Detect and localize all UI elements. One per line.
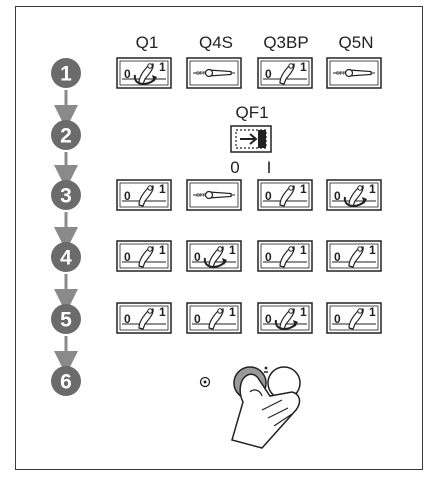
svg-text:1: 1 xyxy=(229,243,236,257)
svg-text:0: 0 xyxy=(265,67,272,81)
svg-text:1: 1 xyxy=(159,182,166,196)
step-badge-2: 2 xyxy=(51,120,81,150)
svg-text:4: 4 xyxy=(60,247,72,270)
svg-text:1: 1 xyxy=(229,305,236,319)
rotary-handle-icon xyxy=(279,63,295,85)
step-badge-5: 5 xyxy=(51,304,81,334)
breaker-toggle xyxy=(258,130,266,148)
step-badge-1: 1 xyxy=(51,58,81,88)
rotate-arrow-icon xyxy=(343,196,366,207)
step-badge-6: 6 xyxy=(51,366,81,396)
svg-text:1: 1 xyxy=(159,305,166,319)
rotary-handle-icon xyxy=(279,185,295,207)
svg-text:0: 0 xyxy=(124,189,131,203)
svg-text:1: 1 xyxy=(159,243,166,257)
rotary-handle-icon xyxy=(138,185,154,207)
rotary-handle-icon xyxy=(208,308,224,330)
column-label-q5n: Q5N xyxy=(339,33,374,52)
switch-q5n-step-1: OFF xyxy=(326,57,382,89)
rotary-handle-icon xyxy=(348,246,364,268)
svg-text:OFF: OFF xyxy=(336,71,346,77)
svg-text:5: 5 xyxy=(60,309,72,332)
step-badge-3: 3 xyxy=(51,180,81,210)
svg-text:3: 3 xyxy=(60,185,72,208)
breaker-qf1: QF1 0 I xyxy=(230,103,272,177)
svg-text:0: 0 xyxy=(124,250,131,264)
breaker-label: QF1 xyxy=(235,103,268,122)
svg-text:0: 0 xyxy=(265,189,272,203)
svg-text:0: 0 xyxy=(194,250,201,264)
svg-text:0: 0 xyxy=(334,250,341,264)
svg-text:1: 1 xyxy=(300,305,307,319)
push-buttons xyxy=(199,366,301,449)
svg-text:1: 1 xyxy=(369,305,376,319)
svg-text:0: 0 xyxy=(334,189,341,203)
column-label-q1: Q1 xyxy=(136,33,159,52)
svg-text:1: 1 xyxy=(300,182,307,196)
svg-text:1: 1 xyxy=(369,243,376,257)
svg-text:1: 1 xyxy=(159,60,166,74)
column-label-q4s: Q4S xyxy=(199,33,233,52)
svg-text:1: 1 xyxy=(300,60,307,74)
switch-q4s-step-3: OFF xyxy=(186,179,242,211)
rotary-handle-icon xyxy=(138,308,154,330)
rotary-handle-icon xyxy=(348,185,364,207)
svg-text:OFF: OFF xyxy=(196,71,206,77)
column-label-q3bp: Q3BP xyxy=(263,33,308,52)
rotary-handle-icon xyxy=(138,246,154,268)
switch-q4s-step-1: OFF xyxy=(186,57,242,89)
svg-text:OFF: OFF xyxy=(196,193,206,199)
svg-text:1: 1 xyxy=(300,243,307,257)
svg-text:0: 0 xyxy=(124,67,131,81)
svg-text:0: 0 xyxy=(124,312,131,326)
start-symbol-icon xyxy=(199,376,211,388)
svg-text:2: 2 xyxy=(60,125,72,148)
step-badge-4: 4 xyxy=(51,242,81,272)
svg-text:0: 0 xyxy=(334,312,341,326)
breaker-off-label: 0 xyxy=(230,158,239,177)
svg-text:0: 0 xyxy=(265,312,272,326)
rotary-handle-icon xyxy=(348,308,364,330)
rotary-handle-icon xyxy=(138,63,154,85)
rotate-arrow-icon xyxy=(203,257,226,268)
rotary-handle-icon xyxy=(208,246,224,268)
rotary-handle-icon xyxy=(279,246,295,268)
rotate-arrow-icon xyxy=(274,319,297,330)
rotate-arrow-icon xyxy=(133,74,156,85)
svg-text:1: 1 xyxy=(60,63,72,86)
svg-text:1: 1 xyxy=(369,182,376,196)
svg-text:0: 0 xyxy=(194,312,201,326)
rotary-handle-icon xyxy=(279,308,295,330)
svg-text:6: 6 xyxy=(60,371,72,394)
breaker-on-label: I xyxy=(267,158,272,177)
pressing-finger-icon xyxy=(231,373,301,449)
svg-text:0: 0 xyxy=(265,250,272,264)
